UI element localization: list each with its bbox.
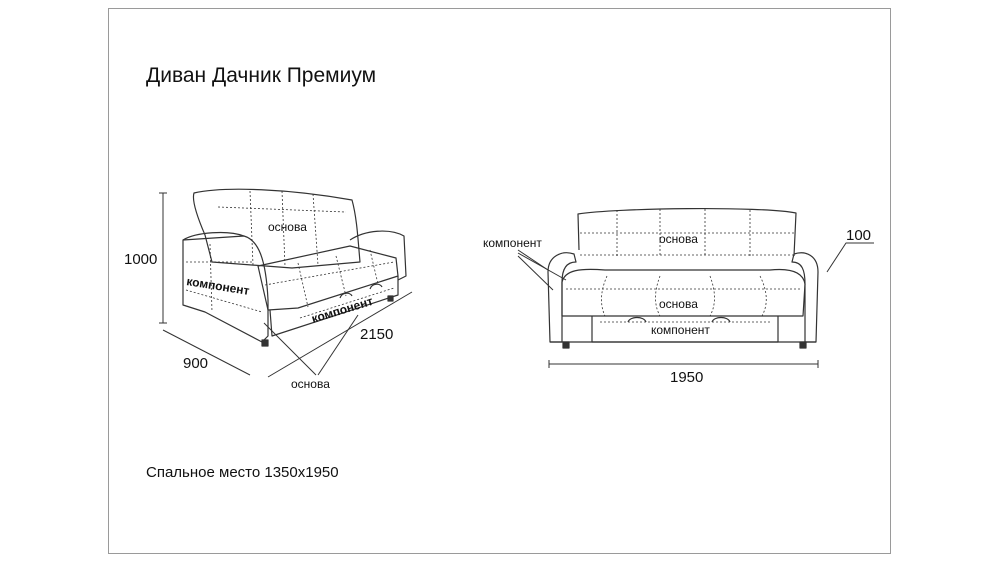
dimension-depth: 900 [183, 355, 208, 372]
label-back-base: основа [268, 220, 307, 234]
dimension-height: 1000 [124, 251, 157, 268]
label-seat-front: основа [659, 297, 698, 311]
label-back-front: основа [659, 232, 698, 246]
dimension-length: 2150 [360, 326, 393, 343]
sofa-front-view [517, 207, 874, 368]
label-base: основа [291, 377, 330, 391]
dimension-arm-width: 100 [846, 227, 871, 244]
label-arm-component: компонент [186, 274, 251, 298]
page-title: Диван Дачник Премиум [146, 64, 377, 87]
label-drawer-component: компонент [310, 294, 375, 326]
sofa-perspective-view [159, 188, 413, 378]
dimension-width: 1950 [670, 369, 703, 386]
label-drawer-front: компонент [651, 323, 710, 337]
sleeping-area-text: Спальное место 1350х1950 [146, 464, 339, 481]
drawing-frame [108, 8, 891, 554]
label-component-front: компонент [483, 236, 542, 250]
